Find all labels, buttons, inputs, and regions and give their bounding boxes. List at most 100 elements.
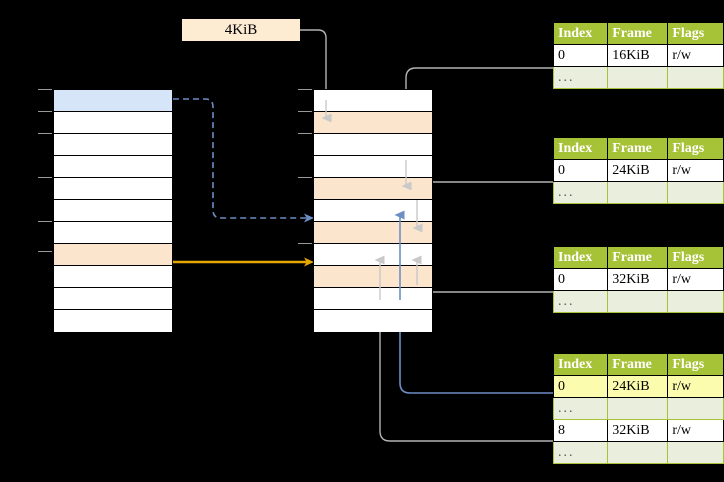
table-header-row: Index Frame Flags: [552, 137, 724, 160]
size-label-4kib: 4KiB: [182, 19, 300, 41]
physical-frame-row[interactable]: [314, 244, 432, 266]
column-header-frame: Frame: [607, 246, 669, 269]
size-label-text: 4KiB: [224, 22, 258, 38]
cell-frame: 32KiB: [607, 419, 669, 442]
physical-memory-column: [313, 89, 433, 332]
virtual-page-row[interactable]: [54, 244, 172, 266]
cell-flags: [667, 181, 724, 204]
physical-column-tick: [298, 89, 312, 90]
physical-column-tick: [298, 177, 312, 178]
page-table-2: Index Frame Flags 0 24KiB r/w ...: [552, 137, 724, 204]
table-header-row: Index Frame Flags: [552, 22, 724, 45]
cell-frame: [607, 181, 669, 204]
cell-frame: [607, 66, 669, 89]
wire-pt2-to-frame: [413, 181, 553, 224]
cell-frame: [607, 441, 669, 464]
physical-frame-row[interactable]: [314, 222, 432, 244]
column-header-flags: Flags: [667, 246, 724, 269]
cell-flags: r/w: [667, 375, 724, 398]
virtual-page-row[interactable]: [54, 178, 172, 200]
cell-index: 0: [552, 375, 609, 398]
virtual-page-row[interactable]: [54, 156, 172, 178]
column-header-flags: Flags: [667, 137, 724, 160]
physical-frame-row[interactable]: [314, 134, 432, 156]
page-table-4: Index Frame Flags 0 24KiB r/w ... 8 32Ki…: [552, 353, 724, 464]
cell-flags: r/w: [667, 419, 724, 442]
cell-flags: [667, 397, 724, 420]
virtual-address-column: [53, 89, 173, 332]
virtual-page-row[interactable]: [54, 222, 172, 244]
column-header-frame: Frame: [607, 353, 669, 376]
column-header-flags: Flags: [667, 353, 724, 376]
virtual-column-tick: [38, 177, 52, 178]
cell-flags: [667, 66, 724, 89]
wire-pt3-to-frame: [413, 266, 553, 293]
cell-index: ...: [552, 66, 609, 89]
page-table-3: Index Frame Flags 0 32KiB r/w ...: [552, 246, 724, 313]
column-header-index: Index: [552, 22, 609, 45]
physical-column-tick: [298, 133, 312, 134]
cell-index: 0: [552, 159, 609, 182]
virtual-column-tick: [38, 111, 52, 112]
virtual-column-tick: [38, 89, 52, 90]
cell-frame: 24KiB: [607, 375, 669, 398]
virtual-column-tick: [38, 251, 52, 252]
table-row[interactable]: 8 32KiB r/w: [552, 419, 724, 442]
table-row-ellipsis[interactable]: ...: [552, 181, 724, 204]
physical-frame-row[interactable]: [314, 288, 432, 310]
virtual-page-row[interactable]: [54, 90, 172, 112]
physical-frame-row[interactable]: [314, 310, 432, 332]
physical-frame-row[interactable]: [314, 90, 432, 112]
column-header-flags: Flags: [667, 22, 724, 45]
cell-flags: [667, 441, 724, 464]
physical-column-tick: [298, 111, 312, 112]
cell-flags: r/w: [667, 159, 724, 182]
page-table-1: Index Frame Flags 0 16KiB r/w ...: [552, 22, 724, 89]
physical-frame-row[interactable]: [314, 200, 432, 222]
cell-frame: 24KiB: [607, 159, 669, 182]
cell-index: ...: [552, 441, 609, 464]
table-row[interactable]: 0 32KiB r/w: [552, 268, 724, 291]
cell-flags: [667, 290, 724, 313]
physical-frame-row[interactable]: [314, 178, 432, 200]
virtual-page-row[interactable]: [54, 310, 172, 332]
cell-index: ...: [552, 181, 609, 204]
column-header-frame: Frame: [607, 137, 669, 160]
physical-frame-row[interactable]: [314, 266, 432, 288]
virtual-column-tick: [38, 133, 52, 134]
table-header-row: Index Frame Flags: [552, 353, 724, 376]
virtual-page-row[interactable]: [54, 134, 172, 156]
table-row-ellipsis[interactable]: ...: [552, 397, 724, 420]
cell-frame: 32KiB: [607, 268, 669, 291]
virtual-page-row[interactable]: [54, 288, 172, 310]
cell-index: ...: [552, 290, 609, 313]
virtual-page-row[interactable]: [54, 112, 172, 134]
table-row[interactable]: 0 24KiB r/w: [552, 159, 724, 182]
physical-frame-row[interactable]: [314, 156, 432, 178]
cell-flags: r/w: [667, 44, 724, 67]
table-row-ellipsis[interactable]: ...: [552, 290, 724, 313]
table-header-row: Index Frame Flags: [552, 246, 724, 269]
table-row-ellipsis[interactable]: ...: [552, 66, 724, 89]
cell-flags: r/w: [667, 268, 724, 291]
physical-column-tick: [298, 243, 312, 244]
virtual-page-row[interactable]: [54, 266, 172, 288]
column-header-index: Index: [552, 137, 609, 160]
column-header-index: Index: [552, 353, 609, 376]
cell-frame: 16KiB: [607, 44, 669, 67]
wire-virtual-page-blue: [173, 98, 314, 223]
column-header-index: Index: [552, 246, 609, 269]
cell-index: ...: [552, 397, 609, 420]
column-header-frame: Frame: [607, 22, 669, 45]
virtual-page-row[interactable]: [54, 200, 172, 222]
cell-frame: [607, 290, 669, 313]
physical-frame-row[interactable]: [314, 112, 432, 134]
cell-frame: [607, 397, 669, 420]
table-row[interactable]: 0 24KiB r/w: [552, 375, 724, 398]
table-row-ellipsis[interactable]: ...: [552, 441, 724, 464]
table-row[interactable]: 0 16KiB r/w: [552, 44, 724, 67]
cell-index: 0: [552, 268, 609, 291]
cell-index: 8: [552, 419, 609, 442]
virtual-column-tick: [38, 221, 52, 222]
